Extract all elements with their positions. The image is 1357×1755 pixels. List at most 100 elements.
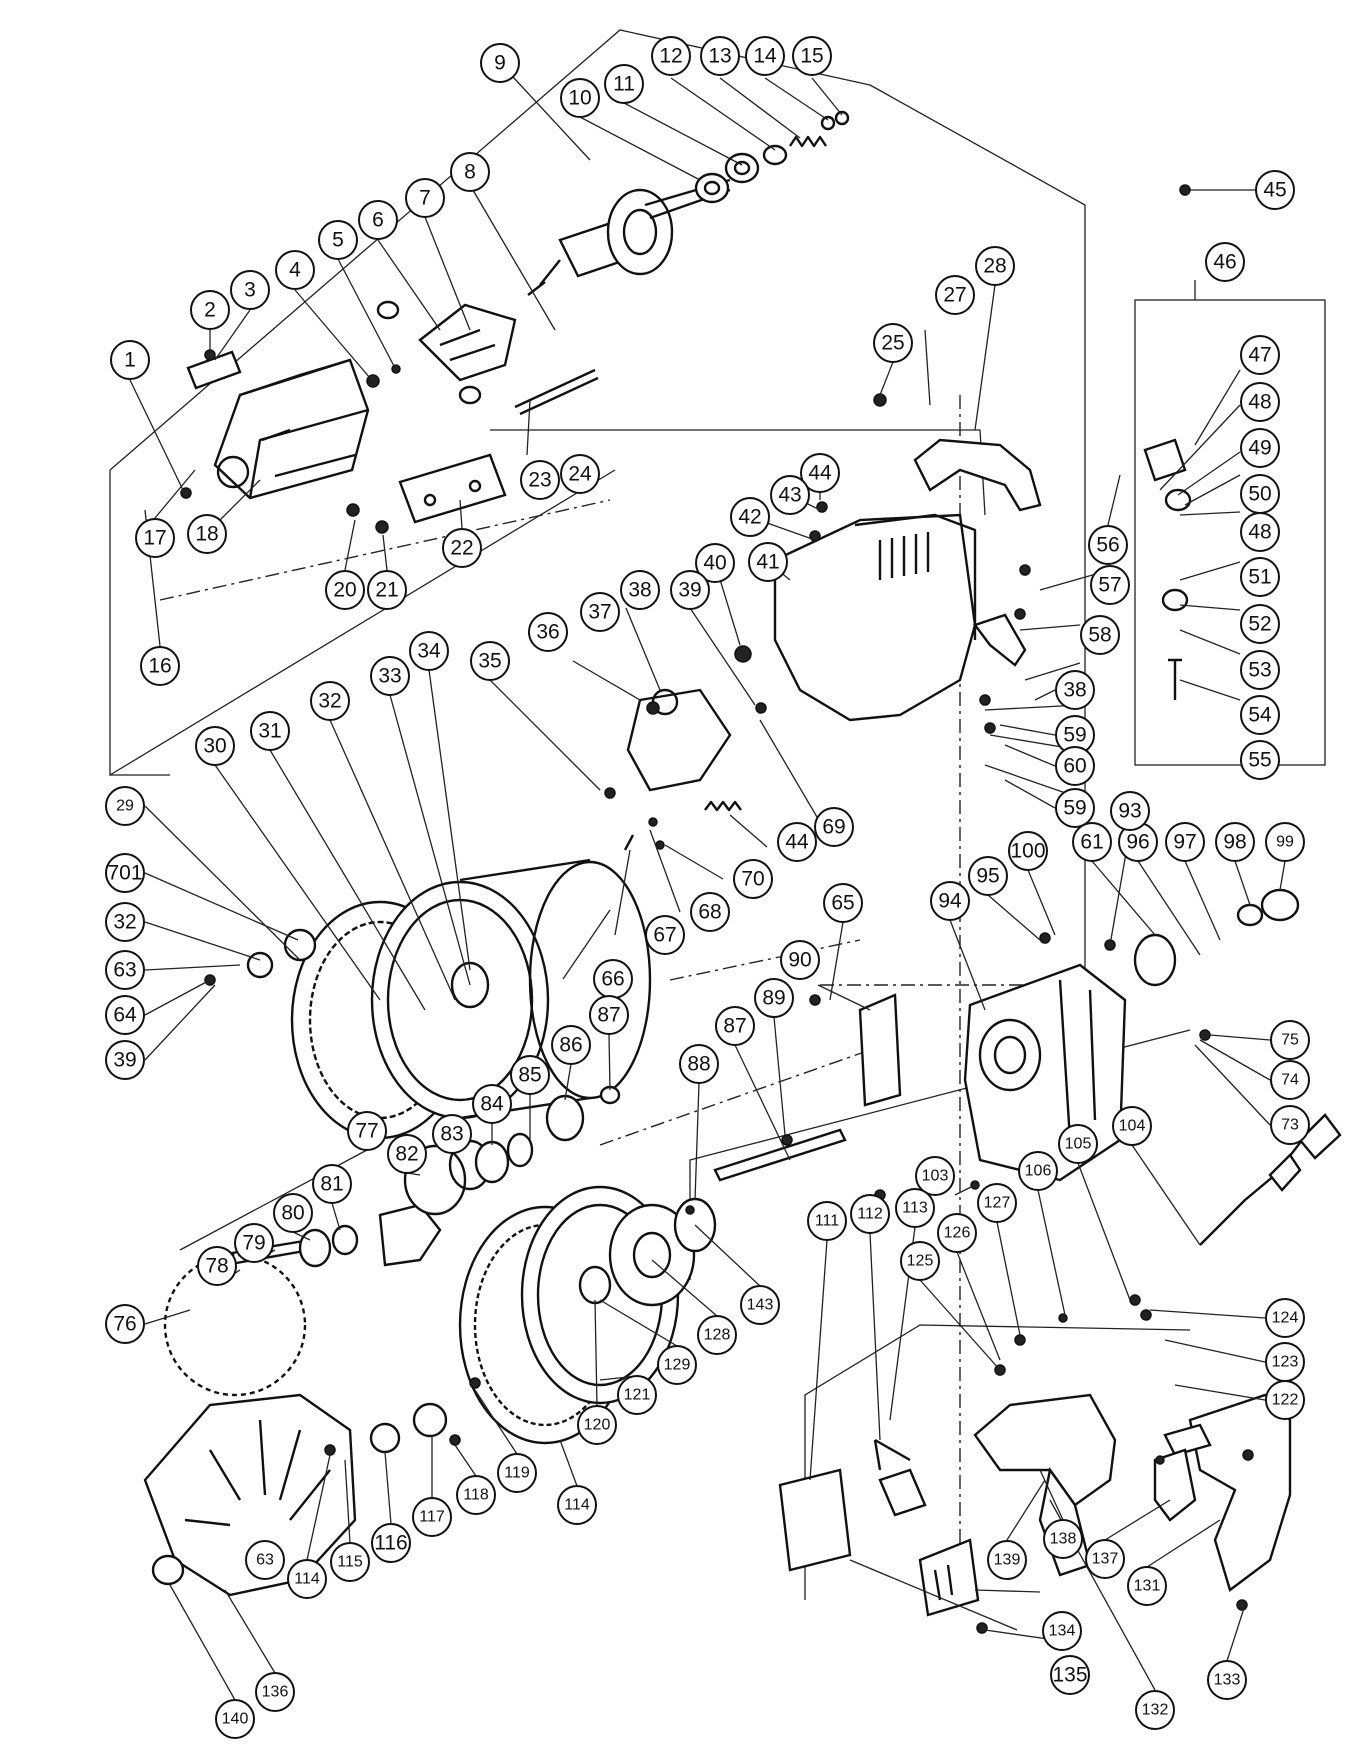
callout-label: 47 xyxy=(1248,344,1271,367)
callout-label: 50 xyxy=(1248,483,1271,506)
callout-label: 67 xyxy=(653,924,676,947)
callout-label: 27 xyxy=(943,284,966,307)
callout-label: 77 xyxy=(355,1120,378,1143)
callout-label: 18 xyxy=(195,523,218,546)
callout-label: 61 xyxy=(1080,831,1103,854)
callout-label: 133 xyxy=(1214,1672,1241,1689)
callout-label: 73 xyxy=(1281,1117,1299,1134)
callout-label: 139 xyxy=(994,1552,1021,1569)
callout-label: 13 xyxy=(708,45,731,68)
callout-label: 86 xyxy=(559,1034,582,1057)
callout-label: 112 xyxy=(857,1206,883,1223)
callout-label: 82 xyxy=(395,1143,418,1166)
callout-label: 74 xyxy=(1281,1072,1299,1089)
callout-label: 87 xyxy=(597,1004,620,1027)
callout-label: 48 xyxy=(1248,521,1271,544)
callout-label: 45 xyxy=(1263,179,1286,202)
callout-label: 118 xyxy=(463,1487,489,1504)
callout-label: 41 xyxy=(756,551,779,574)
callout-label: 17 xyxy=(143,527,166,550)
callout-label: 35 xyxy=(478,650,501,673)
callout-label: 63 xyxy=(256,1552,274,1569)
callout-label: 116 xyxy=(374,1532,407,1555)
callout-label: 16 xyxy=(148,655,171,678)
callout-label: 97 xyxy=(1173,831,1196,854)
leader-lines xyxy=(129,62,1286,1701)
callout-label: 122 xyxy=(1272,1392,1299,1409)
callout-label: 90 xyxy=(788,949,811,972)
callout-label: 59 xyxy=(1063,724,1086,747)
hardware xyxy=(180,184,1254,1634)
callout-label: 123 xyxy=(1272,1354,1299,1371)
callout-label: 9 xyxy=(494,52,506,75)
callout-label: 135 xyxy=(1052,1664,1087,1687)
callout-label: 38 xyxy=(1063,679,1086,702)
callout-label: 103 xyxy=(922,1168,949,1185)
callout-label: 701 xyxy=(107,862,142,885)
callout-label: 34 xyxy=(417,640,441,663)
callout-label: 21 xyxy=(375,579,398,602)
callout-label: 23 xyxy=(528,469,551,492)
callout-label: 56 xyxy=(1096,534,1119,557)
callout-label: 22 xyxy=(450,537,473,560)
callout-label: 84 xyxy=(480,1093,504,1116)
callout-label: 75 xyxy=(1281,1032,1299,1049)
callout-label: 36 xyxy=(536,621,559,644)
callout-label: 105 xyxy=(1065,1136,1092,1153)
callout-label: 32 xyxy=(318,690,341,713)
callout-label: 58 xyxy=(1088,624,1111,647)
callout-labels: 9 10 11 12 13 14 15 45 46 47 48 49 50 48… xyxy=(105,36,1310,1739)
callout-label: 132 xyxy=(1142,1702,1169,1719)
callout-label: 111 xyxy=(815,1213,839,1230)
callout-label: 94 xyxy=(938,890,962,913)
callout-label: 134 xyxy=(1049,1623,1076,1640)
callout-label: 44 xyxy=(785,831,809,854)
callout-label: 81 xyxy=(320,1173,343,1196)
callout-label: 93 xyxy=(1118,800,1141,823)
callout-label: 117 xyxy=(419,1509,445,1526)
callout-label: 51 xyxy=(1248,566,1271,589)
callout-label: 49 xyxy=(1248,437,1271,460)
callout-label: 89 xyxy=(762,987,785,1010)
callout-label: 95 xyxy=(976,865,999,888)
callout-label: 127 xyxy=(984,1195,1011,1212)
callout-label: 38 xyxy=(628,579,651,602)
callout-label: 99 xyxy=(1276,834,1294,851)
callout-label: 8 xyxy=(464,161,476,184)
callout-label: 57 xyxy=(1098,574,1121,597)
callout-label: 121 xyxy=(624,1387,651,1404)
callout-label: 137 xyxy=(1092,1551,1119,1568)
callout-label: 5 xyxy=(332,229,344,252)
callout-label: 100 xyxy=(1010,840,1045,863)
callout-label: 29 xyxy=(116,798,134,815)
callout-label: 39 xyxy=(113,1049,136,1072)
callout-label: 4 xyxy=(289,259,301,282)
callout-label: 113 xyxy=(902,1200,928,1217)
callout-label: 114 xyxy=(294,1571,320,1588)
callout-label: 33 xyxy=(378,665,401,688)
callout-label: 68 xyxy=(698,901,721,924)
callout-label: 6 xyxy=(372,209,384,232)
callout-label: 10 xyxy=(568,87,591,110)
callout-label: 46 xyxy=(1213,251,1236,274)
callout-label: 125 xyxy=(907,1253,934,1270)
callout-label: 131 xyxy=(1134,1578,1161,1595)
callout-label: 3 xyxy=(244,279,256,302)
callout-label: 15 xyxy=(800,45,823,68)
callout-label: 55 xyxy=(1248,749,1271,772)
callout-label: 78 xyxy=(205,1255,228,1278)
callout-label: 85 xyxy=(518,1064,541,1087)
callout-label: 44 xyxy=(808,462,832,485)
callout-label: 138 xyxy=(1050,1531,1077,1548)
callout-label: 140 xyxy=(222,1711,249,1728)
callout-label: 12 xyxy=(659,45,682,68)
callout-label: 42 xyxy=(738,506,761,529)
callout-label: 69 xyxy=(822,816,845,839)
callout-label: 7 xyxy=(419,187,431,210)
callout-label: 59 xyxy=(1063,797,1086,820)
callout-label: 43 xyxy=(778,484,801,507)
callout-label: 1 xyxy=(124,349,136,372)
callout-label: 63 xyxy=(113,959,136,982)
callout-label: 31 xyxy=(258,720,281,743)
